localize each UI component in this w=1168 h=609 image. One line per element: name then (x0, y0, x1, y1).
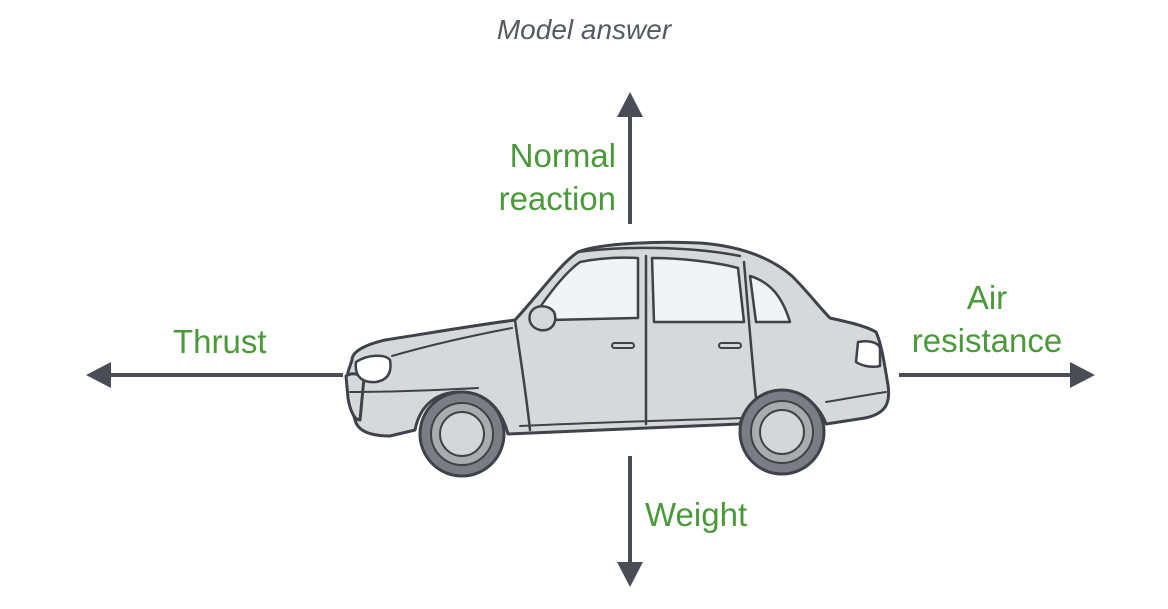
thrust-label: Thrust (173, 323, 267, 360)
normal-reaction-label-line-1: Normal (509, 137, 616, 174)
air-resistance-label-line-1: Air (966, 279, 1008, 316)
car-icon (344, 240, 891, 478)
normal-reaction-label: Normal reaction (480, 134, 616, 220)
front-wheel (418, 390, 506, 478)
air-resistance-arrow (899, 362, 1095, 388)
diagram-caption: Model answer (496, 14, 672, 45)
air-resistance-label-line-2: resistance (911, 322, 1063, 359)
air-resistance-label: Air resistance (900, 276, 1074, 362)
force-arrows (86, 92, 1095, 587)
weight-arrow (617, 456, 643, 587)
normal-reaction-arrow (617, 92, 643, 224)
weight-label: Weight (645, 496, 748, 533)
thrust-arrow (86, 362, 343, 388)
normal-reaction-label-line-2: reaction (498, 180, 616, 217)
rear-wheel (738, 388, 826, 476)
